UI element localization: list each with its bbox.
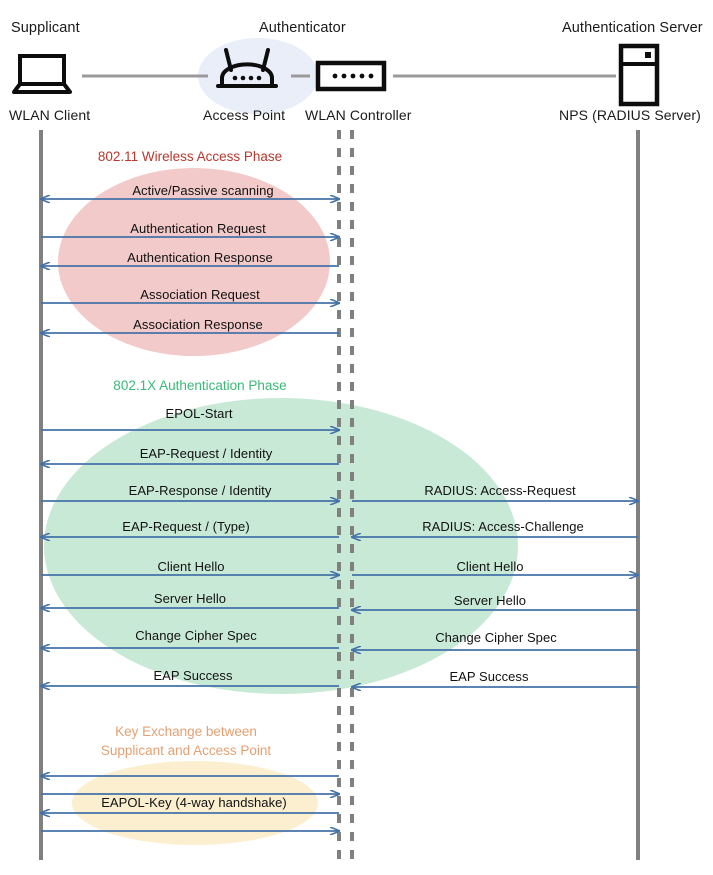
msg-server-hello-left: Server Hello — [153, 591, 227, 606]
actor-role-supplicant: Supplicant — [11, 20, 80, 36]
phase-802-1x-ellipse — [44, 398, 518, 694]
msg-client-hello-left: Client Hello — [157, 559, 225, 574]
phase-label-key-exchange-line2: Supplicant and Access Point — [100, 743, 272, 758]
msg-eap-request-type: EAP-Request / (Type) — [122, 519, 250, 534]
phase-label-key-exchange-line1: Key Exchange between — [115, 724, 257, 739]
access-point-icon — [216, 48, 278, 88]
msg-eap-response-identity: EAP-Response / Identity — [128, 483, 272, 498]
msg-association-response: Association Response — [133, 317, 263, 332]
msg-change-cipher-spec-left: Change Cipher Spec — [135, 628, 257, 643]
actor-device-nps-radius: NPS (RADIUS Server) — [559, 107, 701, 123]
msg-eapol-key-handshake: EAPOL-Key (4-way handshake) — [101, 795, 287, 810]
actor-device-wlan-controller: WLAN Controller — [305, 107, 412, 123]
msg-radius-access-challenge: RADIUS: Access-Challenge — [422, 519, 584, 534]
msg-authentication-response: Authentication Response — [127, 250, 273, 265]
phase-label-802-11: 802.11 Wireless Access Phase — [97, 149, 283, 164]
msg-radius-access-request: RADIUS: Access-Request — [424, 483, 576, 498]
phase-label-802-1x: 802.1X Authentication Phase — [113, 378, 287, 393]
laptop-icon — [12, 54, 72, 94]
msg-eap-request-identity: EAP-Request / Identity — [139, 446, 273, 461]
msg-association-request: Association Request — [140, 287, 260, 302]
msg-authentication-request: Authentication Request — [130, 221, 266, 236]
message-arrows — [41, 199, 638, 831]
actor-role-authentication-server: Authentication Server — [562, 20, 703, 36]
server-icon — [618, 43, 660, 107]
actor-device-wlan-client: WLAN Client — [9, 107, 91, 123]
phase-802-11-ellipse — [58, 168, 330, 356]
msg-server-hello-right: Server Hello — [453, 593, 527, 608]
msg-change-cipher-spec-right: Change Cipher Spec — [435, 630, 557, 645]
msg-eap-success-left: EAP Success — [153, 668, 233, 683]
msg-active-passive-scanning: Active/Passive scanning — [132, 183, 274, 198]
wlan-controller-icon — [315, 60, 387, 92]
msg-epol-start: EPOL-Start — [165, 406, 233, 421]
actor-device-access-point: Access Point — [203, 107, 286, 123]
msg-client-hello-right: Client Hello — [456, 559, 524, 574]
phase-key-exchange-ellipse — [72, 761, 318, 845]
msg-eap-success-right: EAP Success — [449, 669, 529, 684]
actor-role-authenticator: Authenticator — [259, 20, 346, 36]
